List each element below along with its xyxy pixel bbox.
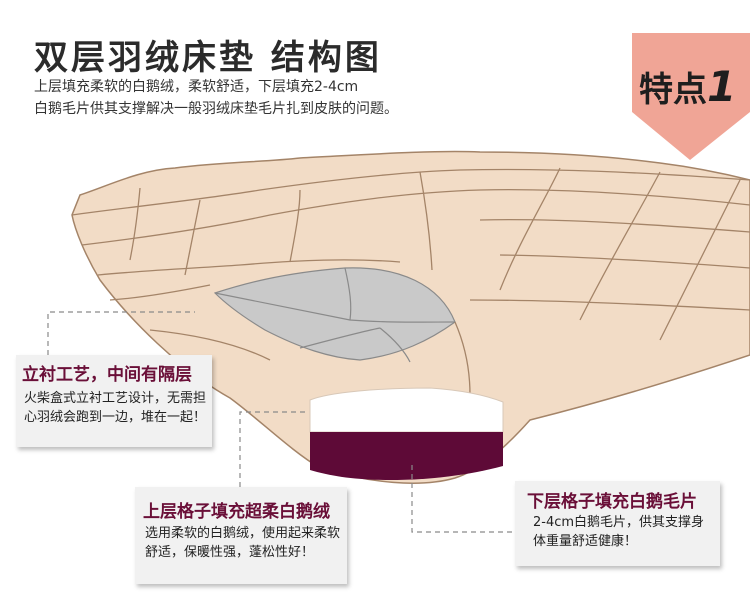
feature-badge-label: 特点 [639,70,707,110]
leader-lines [47,311,515,533]
callout-upper-layer: 上层格子填充超柔白鹅绒 选用柔软的白鹅绒，使用起来柔软舒适，保暖性强，蓬松性好！ [135,487,347,584]
callout-title: 上层格子填充超柔白鹅绒 [143,502,330,522]
callout-title: 下层格子填充白鹅毛片 [527,492,697,512]
page-subtitle: 上层填充柔软的白鹅绒，柔软舒适，下层填充2-4cm 白鹅毛片供其支撑解决一般羽绒… [34,76,398,120]
lower-layer-cross-section [310,432,503,480]
callout-title: 立衬工艺，中间有隔层 [22,365,192,385]
quilt-lines [71,167,750,361]
feature-badge: 特点1 [639,62,736,111]
callout-lower-layer: 下层格子填充白鹅毛片 2-4cm白鹅毛片，供其支撑身体重量舒适健康！ [515,481,720,566]
subtitle-line-2: 白鹅毛片供其支撑解决一般羽绒床垫毛片扎到皮肤的问题。 [34,101,398,117]
callout-standing-lining: 立衬工艺，中间有隔层 火柴盒式立衬工艺设计，无需担心羽绒会跑到一边，堆在一起！ [16,355,212,447]
callout-body: 选用柔软的白鹅绒，使用起来柔软舒适，保暖性强，蓬松性好！ [145,526,341,560]
callout-body: 火柴盒式立衬工艺设计，无需担心羽绒会跑到一边，堆在一起！ [24,391,207,425]
cutaway-interior [213,267,471,396]
page-title: 双层羽绒床垫 结构图 [34,38,382,78]
subtitle-line-1: 上层填充柔软的白鹅绒，柔软舒适，下层填充2-4cm [34,79,359,95]
callout-body: 2-4cm白鹅毛片，供其支撑身体重量舒适健康！ [533,515,705,549]
feature-badge-shape [632,33,750,160]
feature-badge-number: 1 [707,62,737,111]
upper-layer-cross-section [309,387,504,433]
